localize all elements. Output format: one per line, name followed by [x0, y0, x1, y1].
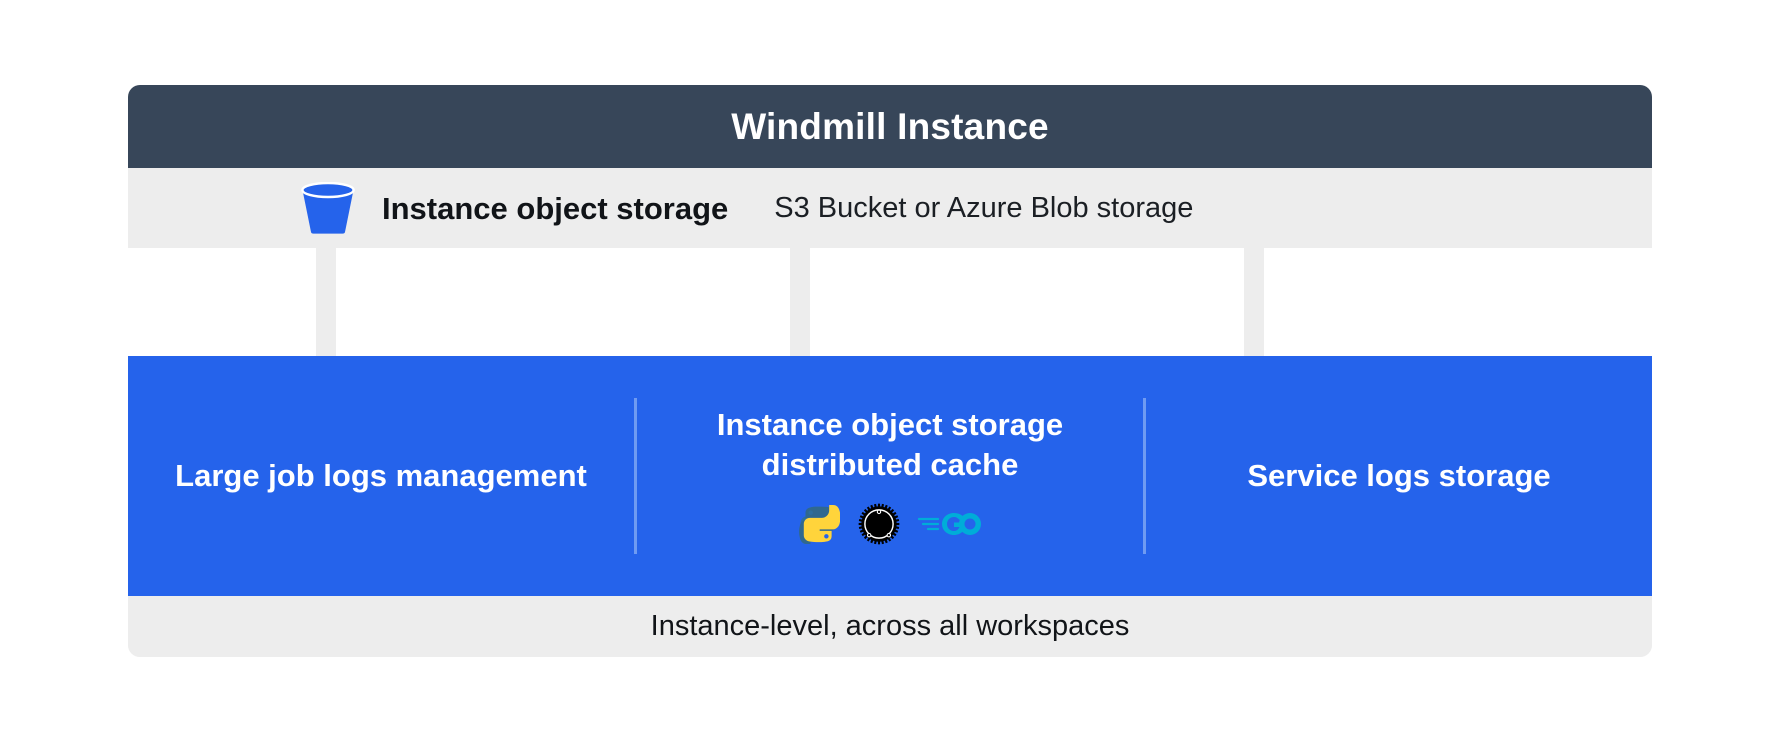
card-header: Windmill Instance [128, 85, 1652, 168]
instance-object-storage-label: Instance object storage [382, 190, 729, 226]
feature-title: Instance object storage distributed cach… [716, 407, 1064, 482]
python-logo-icon [799, 504, 840, 544]
feature-service-logs-storage: Service logs storage [1146, 356, 1652, 596]
arrow-gap-area [128, 248, 1652, 394]
page-title: Windmill Instance [731, 106, 1049, 147]
s3-bucket-icon [301, 182, 355, 234]
features-panel: Large job logs management Instance objec… [128, 356, 1652, 596]
windmill-instance-card: Windmill Instance Instance object storag… [128, 85, 1652, 657]
feature-instance-object-storage-distributed-cache: Instance object storage distributed cach… [637, 356, 1143, 596]
scope-label: Instance-level, across all workspaces [650, 610, 1130, 642]
storage-backend-label: S3 Bucket or Azure Blob storage [774, 191, 1194, 224]
svg-text:R: R [873, 515, 886, 534]
instance-object-storage-row: Instance object storage S3 Bucket or Azu… [128, 168, 1652, 248]
rust-logo-icon: R [858, 503, 900, 545]
column-divider-2 [1143, 398, 1146, 554]
feature-large-job-logs-management: Large job logs management [128, 356, 634, 596]
feature-title: Large job logs management [175, 458, 587, 494]
column-divider-1 [634, 398, 637, 554]
go-logo-icon [918, 512, 981, 535]
card-footer: Instance-level, across all workspaces [128, 596, 1652, 657]
feature-title: Service logs storage [1247, 458, 1551, 494]
supported-languages: R [798, 501, 982, 547]
